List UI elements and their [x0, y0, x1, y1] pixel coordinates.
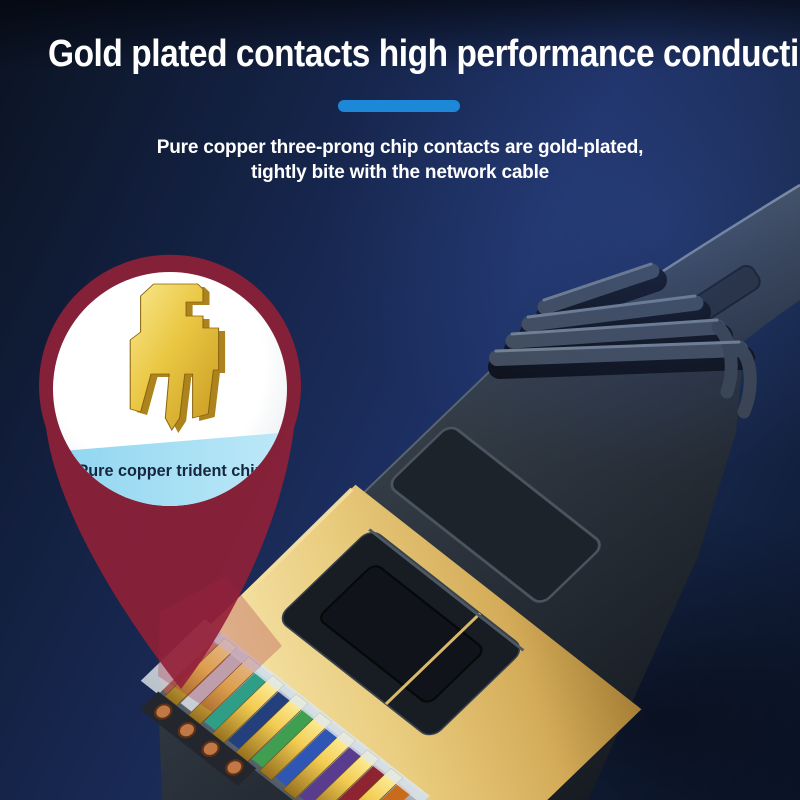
- subtitle-line-2: tightly bite with the network cable: [250, 162, 550, 183]
- latch-split-gold-line: [384, 612, 482, 706]
- wire-6: [299, 745, 364, 800]
- wire-1: [180, 652, 246, 714]
- fin-4-wrap: [733, 342, 757, 419]
- latch-top-edge: [368, 528, 525, 652]
- copper-dot-3: [201, 740, 220, 757]
- wire-3: [227, 690, 293, 751]
- fin-3-highlight: [510, 318, 719, 336]
- chip-face: [129, 283, 220, 431]
- copper-dot-1: [154, 703, 173, 720]
- trident-chip-graphic: [129, 283, 226, 433]
- housing-glass-edge: [196, 619, 430, 800]
- fin-2: [521, 295, 704, 332]
- wire-2: [204, 671, 270, 732]
- fin-2-highlight: [526, 294, 697, 319]
- latch-clip: [281, 528, 525, 736]
- headline: Gold plated contacts high performance co…: [48, 33, 800, 75]
- gold-edge-highlight: [228, 487, 354, 611]
- wire-5: [275, 727, 341, 788]
- wire-4: [251, 708, 317, 769]
- fin-1-highlight: [542, 262, 653, 302]
- fin-4: [489, 341, 748, 366]
- body-recessed-panel: [390, 426, 601, 603]
- callout-label: Pure copper trident chip: [77, 462, 264, 480]
- wire-7: [322, 764, 388, 800]
- copper-wire-ends: [139, 691, 257, 787]
- fin-1: [537, 263, 660, 315]
- wire-8: [346, 783, 412, 800]
- wire-insulators: [180, 652, 412, 800]
- strain-relief-fins: [488, 262, 757, 419]
- subtitle-line-1: Pure copper three-prong chip contacts ar…: [156, 137, 644, 158]
- copper-dot-4: [225, 759, 244, 776]
- magnifier-callout: Pure copper trident chip: [53, 272, 287, 506]
- fin-gap-1: [536, 268, 667, 328]
- latch-recess: [320, 565, 483, 703]
- copper-dot-2: [177, 721, 197, 739]
- fin-3-wrap: [711, 320, 738, 399]
- beam-tint-on-connector: [158, 576, 282, 712]
- fin-gap-4: [488, 346, 755, 379]
- fin-3: [505, 319, 726, 349]
- subtitle: Pure copper three-prong chip contacts ar…: [0, 135, 800, 185]
- gold-contact-pins: [164, 637, 404, 800]
- fin-4-highlight: [494, 340, 741, 353]
- accent-divider-bar: [338, 100, 460, 112]
